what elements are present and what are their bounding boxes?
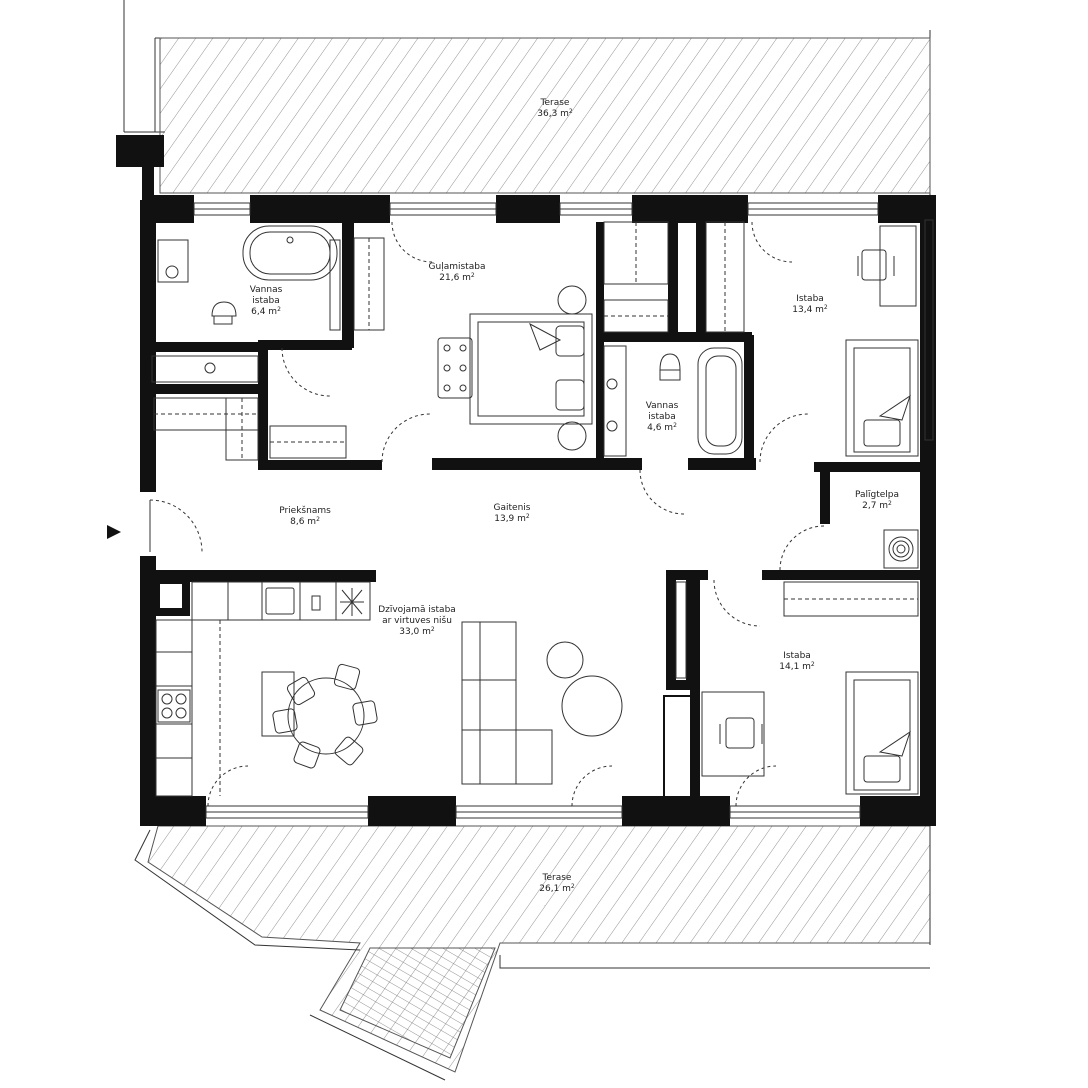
- room-name: Gaitenis: [493, 503, 531, 513]
- bedroom-furniture: [437, 285, 593, 451]
- room-name-line2: istaba: [648, 412, 676, 422]
- dining: [261, 663, 378, 769]
- label-terrace-top: Terase 36,3 m2: [537, 98, 573, 120]
- room-area: 14,1 m2: [779, 661, 815, 673]
- doors: [149, 221, 825, 807]
- wardrobes: [153, 221, 919, 679]
- lounge: [461, 621, 623, 785]
- room-area: 6,4 m2: [251, 306, 281, 318]
- room-name-line2: ar virtuves nišu: [382, 616, 452, 626]
- room-area: 13,9 m2: [494, 513, 530, 525]
- room-area: 26,1 m2: [539, 883, 575, 895]
- bath2-fixtures: [603, 345, 743, 457]
- room-name: Priekšnams: [279, 506, 331, 516]
- terrace-top: [123, 0, 931, 195]
- room-name: Palīgtelpa: [854, 490, 900, 500]
- label-hall: Priekšnams 8,6 m2: [279, 506, 331, 528]
- room-name-line2: istaba: [252, 296, 280, 306]
- label-bedroom: Guļamistaba 21,6 m2: [429, 262, 486, 284]
- room-area: 36,3 m2: [537, 108, 573, 120]
- windows: [193, 202, 934, 819]
- label-bath2: Vannas istaba 4,6 m2: [646, 401, 679, 434]
- room1-furniture: [845, 225, 919, 457]
- label-utility: Palīgtelpa 2,7 m2: [855, 490, 899, 512]
- bath1-fixtures: [151, 225, 341, 383]
- room-name: Terase: [542, 873, 572, 883]
- room-name: Istaba: [783, 651, 811, 661]
- room-area: 2,7 m2: [862, 500, 892, 512]
- label-room2: Istaba 14,1 m2: [779, 651, 815, 673]
- label-terrace-bottom: Terase 26,1 m2: [539, 873, 575, 895]
- room-name-line1: Dzīvojamā istaba: [378, 605, 456, 615]
- kitchen: [155, 581, 371, 797]
- room-area: 4,6 m2: [647, 422, 677, 434]
- utility-fixtures: [883, 529, 919, 569]
- room-name-line1: Vannas: [249, 285, 283, 295]
- room-name: Guļamistaba: [428, 262, 486, 272]
- label-corridor: Gaitenis 13,9 m2: [494, 503, 531, 525]
- walls: [116, 135, 936, 826]
- terrace-bottom: [134, 825, 931, 1081]
- label-bath1: Vannas istaba 6,4 m2: [250, 285, 283, 318]
- room-name: Istaba: [796, 294, 824, 304]
- room-area: 13,4 m2: [792, 304, 828, 316]
- room-area: 21,6 m2: [439, 272, 475, 284]
- room-area: 33,0 m2: [399, 626, 435, 638]
- label-room1: Istaba 13,4 m2: [792, 294, 828, 316]
- entrance-arrow-icon: [107, 525, 121, 539]
- room-name: Terase: [540, 98, 570, 108]
- label-living: Dzīvojamā istaba ar virtuves nišu 33,0 m…: [378, 605, 456, 638]
- room2-furniture: [701, 671, 919, 795]
- room-name-line1: Vannas: [645, 401, 679, 411]
- room-area: 8,6 m2: [290, 516, 320, 528]
